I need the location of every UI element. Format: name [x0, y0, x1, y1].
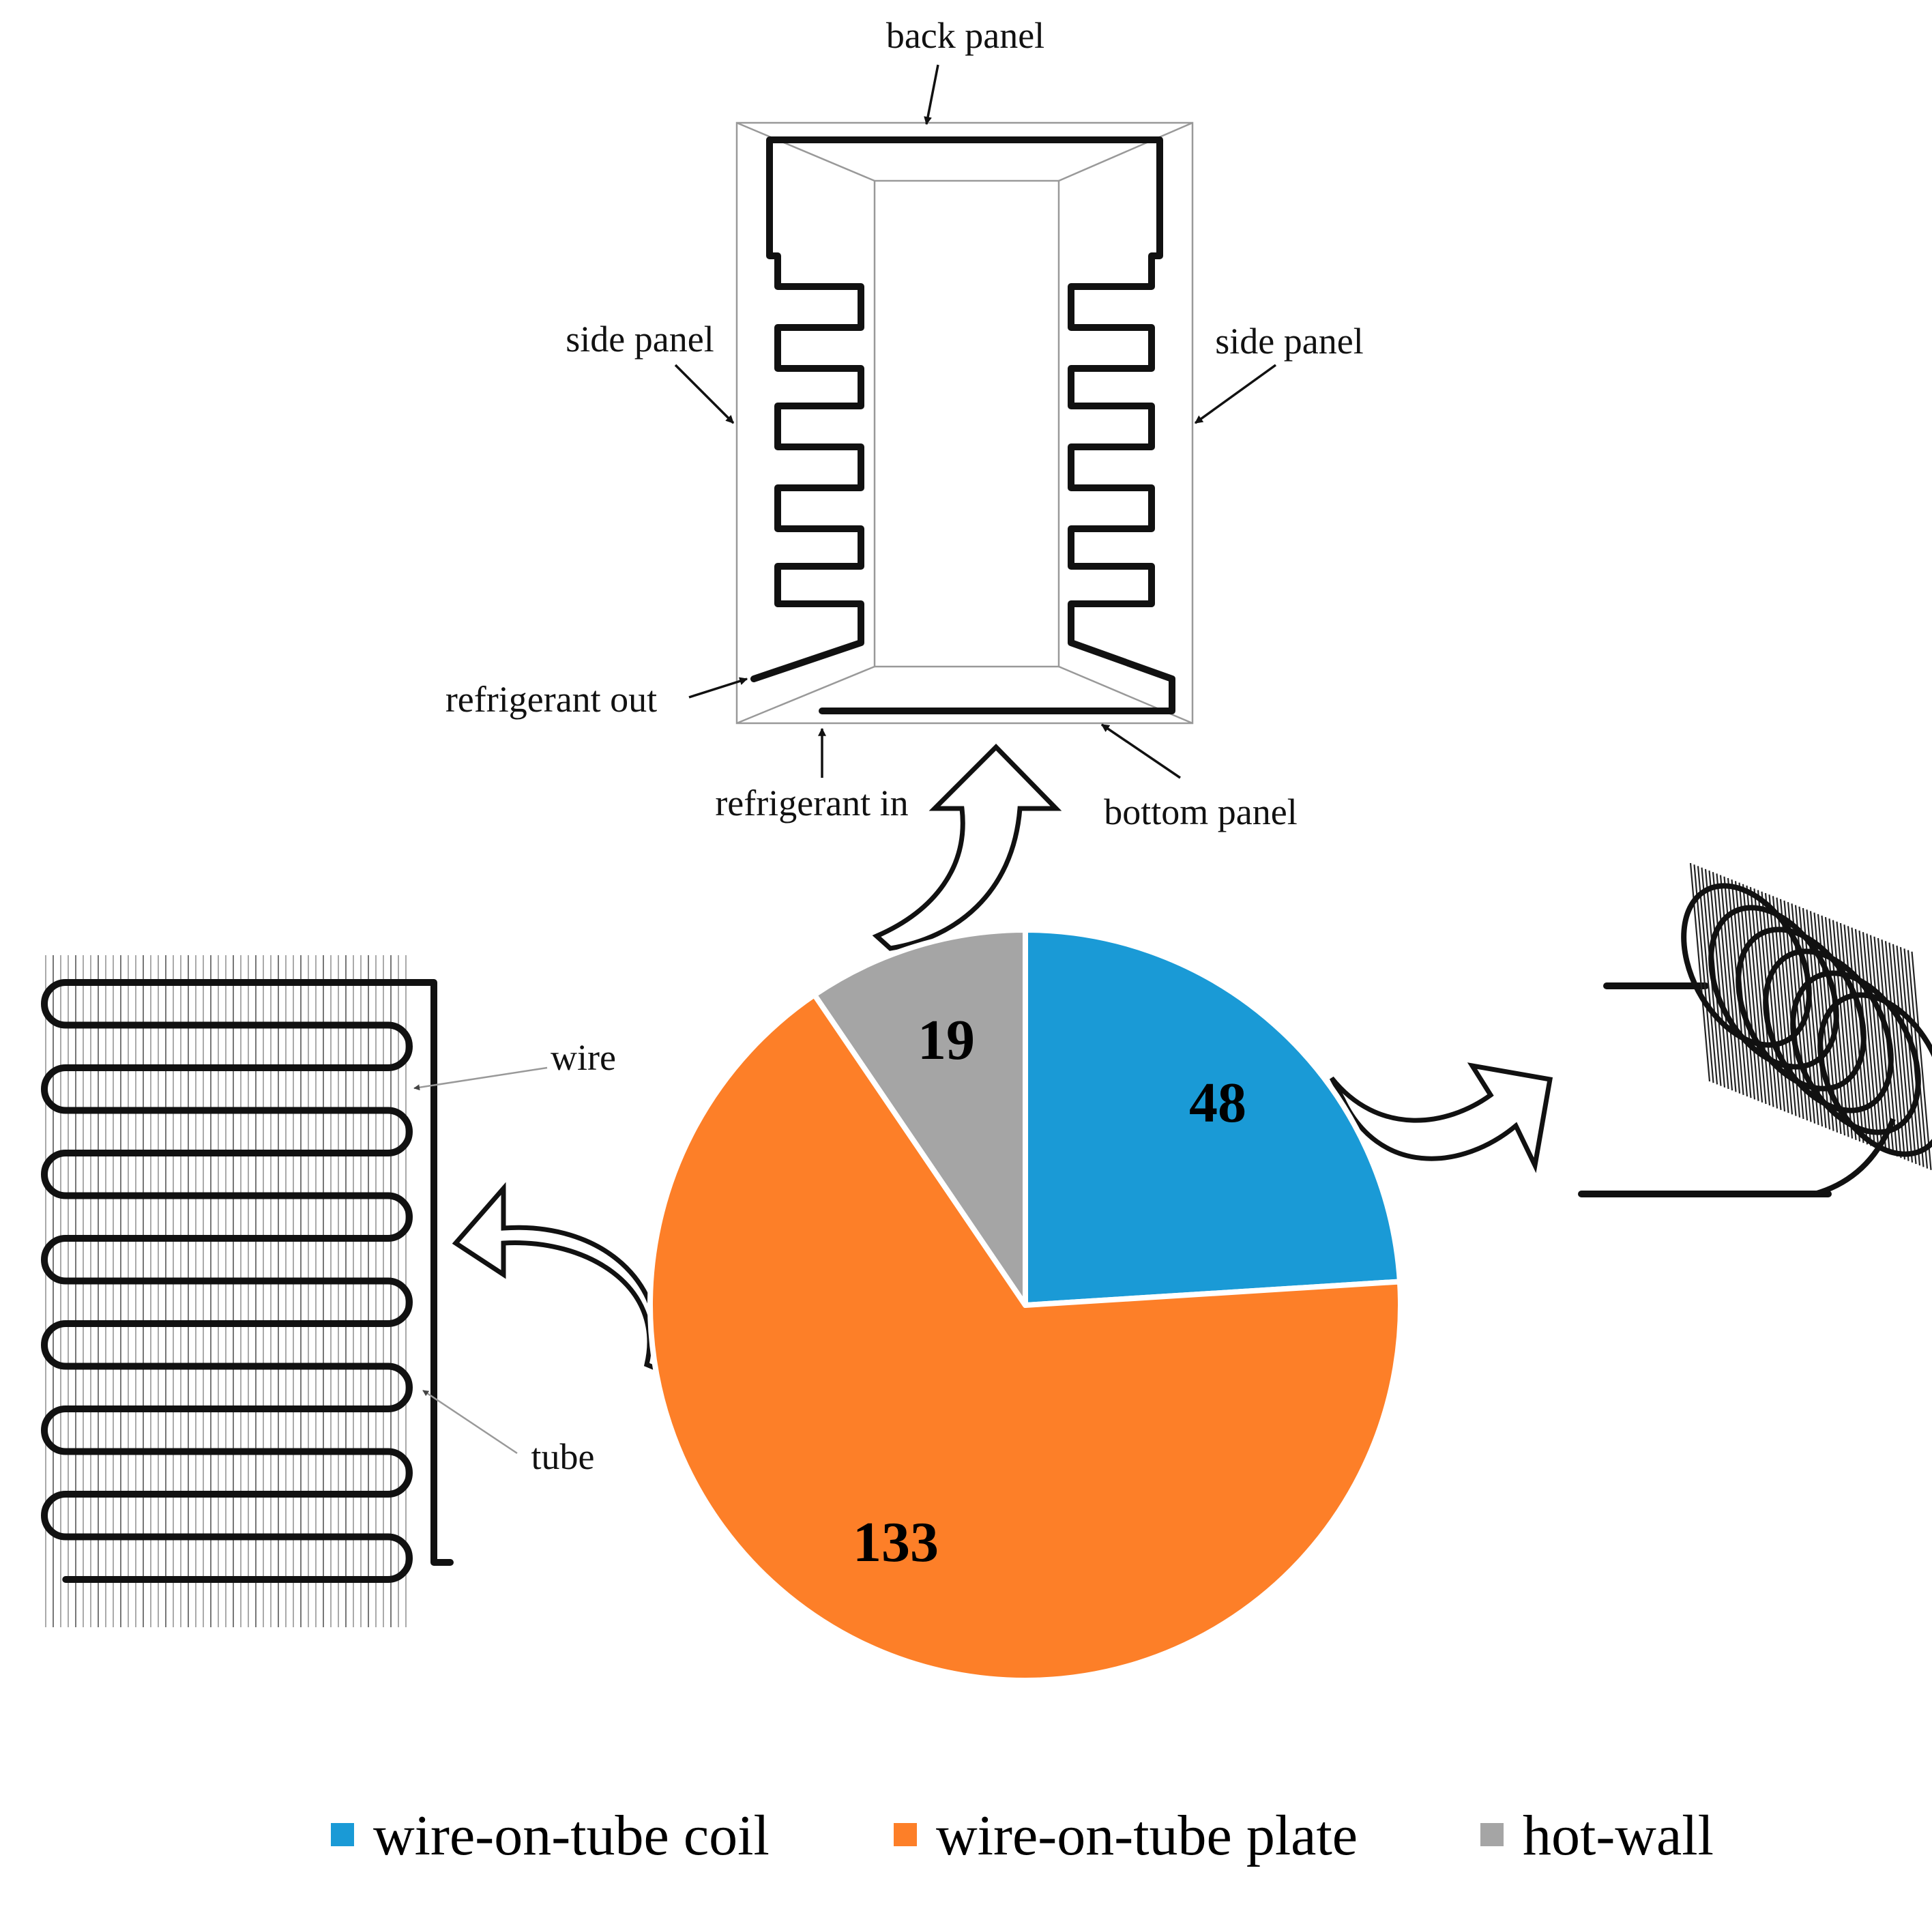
coil-rings: [1681, 883, 1932, 1197]
curved-arrow-icon: [452, 1182, 660, 1371]
label-back-panel: back panel: [886, 15, 1044, 56]
pie-chart: 48 133 19: [647, 927, 1403, 1683]
label-refrigerant-in: refrigerant in: [715, 783, 908, 824]
legend-label-2: hot-wall: [1523, 1804, 1714, 1867]
plate-tube: [41, 979, 454, 1583]
label-tube: tube: [531, 1436, 595, 1477]
hotwall-inner-frame: [873, 179, 1060, 668]
legend-label-0: wire-on-tube coil: [373, 1804, 770, 1867]
label-wire: wire: [551, 1037, 616, 1078]
hotwall-outer-frame: [735, 121, 1194, 725]
hotwall-diagram: back panel side panel side panel refrige…: [445, 15, 1364, 832]
data-label-0: 48: [1189, 1071, 1246, 1135]
hotwall-tube: [750, 136, 1175, 714]
legend-swatch-0: [331, 1823, 354, 1846]
plate-diagram: wire tube: [41, 955, 616, 1627]
coil-icon: [1578, 862, 1932, 1197]
pie-slice-1: [647, 992, 1403, 1683]
data-label-1: 133: [853, 1511, 939, 1574]
legend-swatch-2: [1480, 1823, 1504, 1846]
label-side-panel-left: side panel: [566, 319, 714, 360]
legend-swatch-1: [894, 1823, 917, 1846]
curved-arrow-icon: [1329, 1062, 1553, 1174]
label-bottom-panel: bottom panel: [1104, 791, 1297, 832]
pie-slice-0: [1023, 927, 1403, 1308]
curved-arrow-icon: [872, 744, 1062, 951]
label-refrigerant-out: refrigerant out: [445, 679, 657, 720]
pie-slice-2: [811, 927, 1028, 1308]
data-label-2: 19: [918, 1008, 975, 1072]
legend: wire-on-tube coil wire-on-tube plate hot-w…: [331, 1804, 1714, 1867]
label-side-panel-right: side panel: [1215, 321, 1363, 362]
plate-wires: [45, 955, 407, 1627]
legend-label-1: wire-on-tube plate: [936, 1804, 1358, 1867]
